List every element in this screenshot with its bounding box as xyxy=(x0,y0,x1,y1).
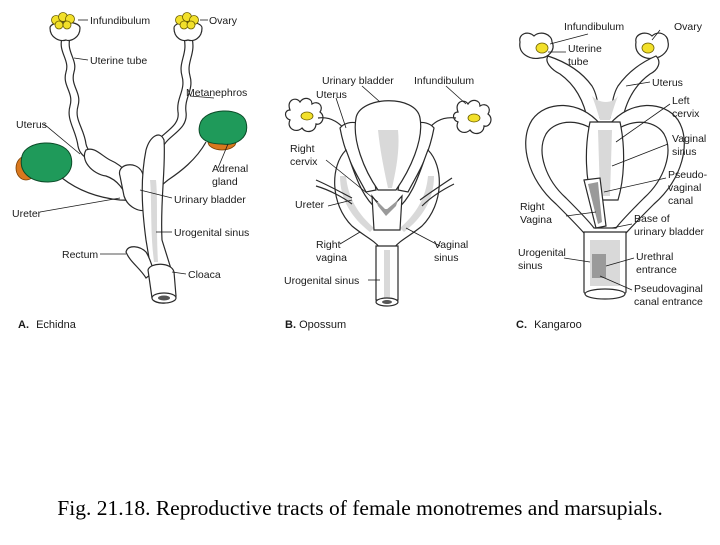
kangaroo-label-urogenital-sinus-2: sinus xyxy=(518,260,543,272)
opossum-label-right-cervix-2: cervix xyxy=(290,156,318,168)
panel-c-kangaroo: Infundibulum Ovary Uterine tube Uterus L… xyxy=(516,21,708,331)
echidna-label-infundibulum: Infundibulum xyxy=(90,15,150,27)
echidna-label-cloaca: Cloaca xyxy=(188,269,221,281)
opossum-label-urinary-bladder: Urinary bladder xyxy=(322,75,394,87)
opossum-label-vaginal-sinus-2: sinus xyxy=(434,252,459,264)
kangaroo-label-pseudo-entrance-2: canal entrance xyxy=(634,296,703,308)
echidna-label-uterine-tube: Uterine tube xyxy=(90,55,147,67)
kangaroo-label-urogenital-sinus-1: Urogenital xyxy=(518,247,566,259)
panel-b-letter: B. xyxy=(285,319,296,331)
kangaroo-label-uterine-tube-1: Uterine xyxy=(568,43,602,55)
kangaroo-label-uterine-tube-2: tube xyxy=(568,56,589,68)
opossum-label-urogenital-sinus: Urogenital sinus xyxy=(284,275,359,287)
echidna-rectum xyxy=(125,246,155,279)
kangaroo-label-vaginal-sinus-1: Vaginal xyxy=(672,133,706,145)
panel-a-caption: A. Echidna xyxy=(18,319,77,331)
panel-c-letter: C. xyxy=(516,319,527,331)
echidna-label-urinary-bladder: Urinary bladder xyxy=(174,194,246,206)
opossum-label-right-vagina-2: vagina xyxy=(316,252,347,264)
kangaroo-label-pseudo-3: canal xyxy=(668,195,693,207)
kangaroo-label-right-vagina-1: Right xyxy=(520,201,545,213)
echidna-urogenital-sinus xyxy=(141,134,173,277)
echidna-left-ovary xyxy=(51,12,75,30)
kangaroo-label-pseudo-2: vaginal xyxy=(668,182,701,194)
echidna-right-kidney xyxy=(198,110,248,145)
kangaroo-label-urethral-2: entrance xyxy=(636,264,677,276)
opossum-label-vaginal-sinus-1: Vaginal xyxy=(434,239,468,251)
opossum-label-right-vagina-1: Right xyxy=(316,239,341,251)
echidna-label-ovary: Ovary xyxy=(209,15,238,27)
kangaroo-label-pseudo-1: Pseudo- xyxy=(668,169,708,181)
panel-b-name: Opossum xyxy=(299,319,346,331)
kangaroo-label-base-bladder-2: urinary bladder xyxy=(634,226,705,238)
kangaroo-label-left-cervix-2: cervix xyxy=(672,108,700,120)
echidna-label-ureter: Ureter xyxy=(12,208,42,220)
kangaroo-label-left-cervix-1: Left xyxy=(672,95,690,107)
echidna-right-ovary xyxy=(175,12,199,30)
opossum-label-right-cervix-1: Right xyxy=(290,143,315,155)
echidna-label-uterus: Uterus xyxy=(16,119,47,131)
opossum-label-uterus: Uterus xyxy=(316,89,347,101)
kangaroo-label-urethral-1: Urethral xyxy=(636,251,673,263)
echidna-label-adrenal-2: gland xyxy=(212,176,238,188)
panel-a-name: Echidna xyxy=(36,319,77,331)
echidna-label-metanephros: Metanephros xyxy=(186,87,247,99)
kangaroo-label-base-bladder-1: Base of xyxy=(634,213,670,225)
panel-a-letter: A. xyxy=(18,319,29,331)
kangaroo-label-uterus: Uterus xyxy=(652,77,683,89)
panel-b-caption: B. Opossum xyxy=(285,319,346,331)
panel-b-opossum: Urinary bladder Infundibulum Uterus Righ… xyxy=(284,75,492,331)
figure-caption: Fig. 21.18. Reproductive tracts of femal… xyxy=(57,496,663,520)
echidna-left-kidney xyxy=(20,142,73,183)
kangaroo-label-vaginal-sinus-2: sinus xyxy=(672,146,697,158)
kangaroo-label-infundibulum: Infundibulum xyxy=(564,21,624,33)
kangaroo-label-ovary: Ovary xyxy=(674,21,703,33)
opossum-label-ureter: Ureter xyxy=(295,199,325,211)
kangaroo-label-right-vagina-2: Vagina xyxy=(520,214,552,226)
opossum-label-infundibulum: Infundibulum xyxy=(414,75,474,87)
kangaroo-label-pseudo-entrance-1: Pseudovaginal xyxy=(634,283,703,295)
echidna-label-urogenital-sinus: Urogenital sinus xyxy=(174,227,249,239)
echidna-left-uterine-tube xyxy=(60,37,101,167)
panel-a-echidna: Infundibulum Ovary Uterine tube Metaneph… xyxy=(12,12,249,331)
opossum-right-ureter xyxy=(419,177,453,201)
echidna-label-adrenal-1: Adrenal xyxy=(212,163,248,175)
panel-c-name: Kangaroo xyxy=(534,319,582,331)
kangaroo-uteri xyxy=(546,55,660,123)
opossum-left-ureter xyxy=(315,179,353,199)
panel-c-caption: C. Kangaroo xyxy=(516,319,582,331)
echidna-label-rectum: Rectum xyxy=(62,249,98,261)
